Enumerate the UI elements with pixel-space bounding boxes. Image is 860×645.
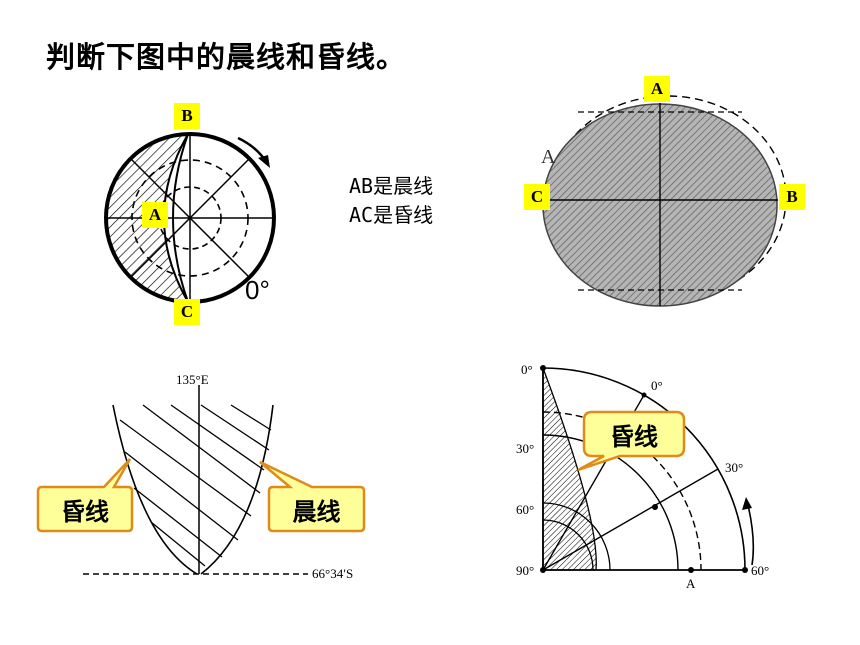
fig3-callout-left-text: 昏线 (61, 498, 109, 526)
fig2-label-a: A (644, 76, 670, 102)
page-title: 判断下图中的晨线和昏线。 (46, 40, 407, 74)
fig4-point-a-label: A (686, 576, 696, 591)
fig3-callout-right-shape (259, 460, 366, 533)
answer-line-1: AB是晨线 (349, 174, 434, 198)
fig4-night-shading (542, 367, 597, 571)
fig1-polar-diagram: 0° (104, 132, 276, 305)
fig2-side-diagram: A (541, 95, 787, 307)
fig2-label-a-plain: A (541, 146, 556, 168)
fig4-rotation-arrow (747, 504, 755, 566)
fig1-label-a: A (142, 202, 168, 228)
fig4-callout-shape (577, 410, 686, 472)
fig4-lon-0-label: 0° (651, 378, 663, 393)
fig3-right-curve (200, 404, 274, 575)
fig4-lon-60-label: 60° (751, 563, 769, 578)
answer-line-2: AC是昏线 (349, 203, 434, 227)
fig1-label-c: C (174, 299, 200, 325)
fig3-callout-right-text: 晨线 (292, 498, 341, 526)
fig1-label-b: B (174, 103, 200, 129)
fig4-lat-0-label: 0° (521, 362, 533, 377)
fig3-callout-left-shape (36, 458, 134, 533)
fig4-callout-text: 昏线 (610, 423, 658, 451)
fig1-degree-label: 0° (245, 275, 270, 305)
fig4-lat-30-label: 30° (516, 441, 534, 456)
fig3-left-curve (112, 404, 198, 575)
fig2-label-c: C (524, 184, 550, 210)
fig4-lat-60-label: 60° (516, 502, 534, 517)
fig4-lat-90-label: 90° (516, 563, 534, 578)
fig4-quadrant-diagram: 0° 30° 60° 90° 0° 30° 60° A (516, 362, 769, 591)
fig3-meridian-diagram: 135°E 66°34′S (36, 372, 366, 581)
fig2-label-b: B (779, 184, 805, 210)
fig3-latitude-label: 66°34′S (312, 566, 353, 581)
fig3-meridian-label: 135°E (176, 372, 209, 387)
fig1-rotation-arrow (237, 136, 267, 161)
fig4-lon-30-label: 30° (725, 460, 743, 475)
